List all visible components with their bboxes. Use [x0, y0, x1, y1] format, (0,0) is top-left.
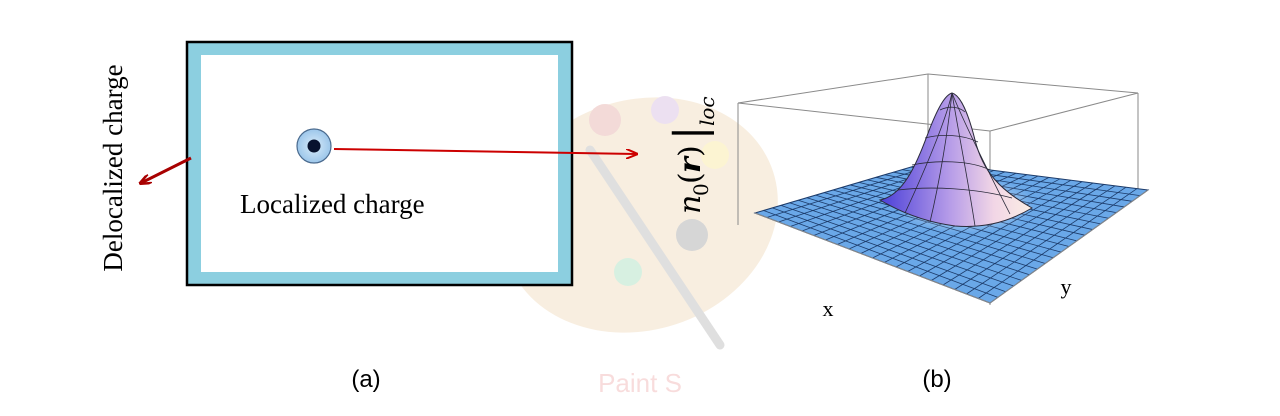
localized-charge-label: Localized charge [240, 189, 425, 219]
density-axis-label: n 0 ( r ) | loc [665, 96, 719, 214]
label-r: r [673, 155, 708, 173]
surface-grid [763, 163, 1141, 299]
peak-mesh [897, 92, 1013, 227]
localized-charge-dot [296, 128, 332, 164]
panel-b: n 0 ( r ) | loc [665, 73, 1150, 393]
delocalized-charge-label: Delocalized charge [98, 64, 128, 271]
localized-arrow [333, 148, 637, 154]
charge-box-interior [201, 55, 558, 272]
gaussian-peak [878, 92, 1033, 227]
label-lparen: ( [673, 172, 708, 184]
delocalized-arrow [141, 156, 192, 183]
watermark-text: Paint S [598, 368, 682, 398]
label-sub-loc: loc [695, 96, 719, 126]
y-axis-label: y [1061, 274, 1072, 299]
grid-line [954, 185, 1116, 290]
label-bar: | [665, 126, 714, 140]
grid-line [966, 186, 1127, 295]
plot-box-front [754, 189, 1149, 304]
label-rparen: ) [673, 145, 708, 157]
grid-line [942, 184, 1105, 286]
panel-a: Localized charge Delocalized charge (a) [98, 40, 637, 393]
grid-line [931, 182, 1094, 281]
label-sub0: 0 [689, 183, 713, 196]
x-axis-label: x [823, 296, 834, 321]
label-n: n [673, 195, 708, 214]
caption-b: (b) [922, 366, 951, 393]
grid-line [978, 188, 1138, 299]
caption-a: (a) [351, 366, 380, 393]
